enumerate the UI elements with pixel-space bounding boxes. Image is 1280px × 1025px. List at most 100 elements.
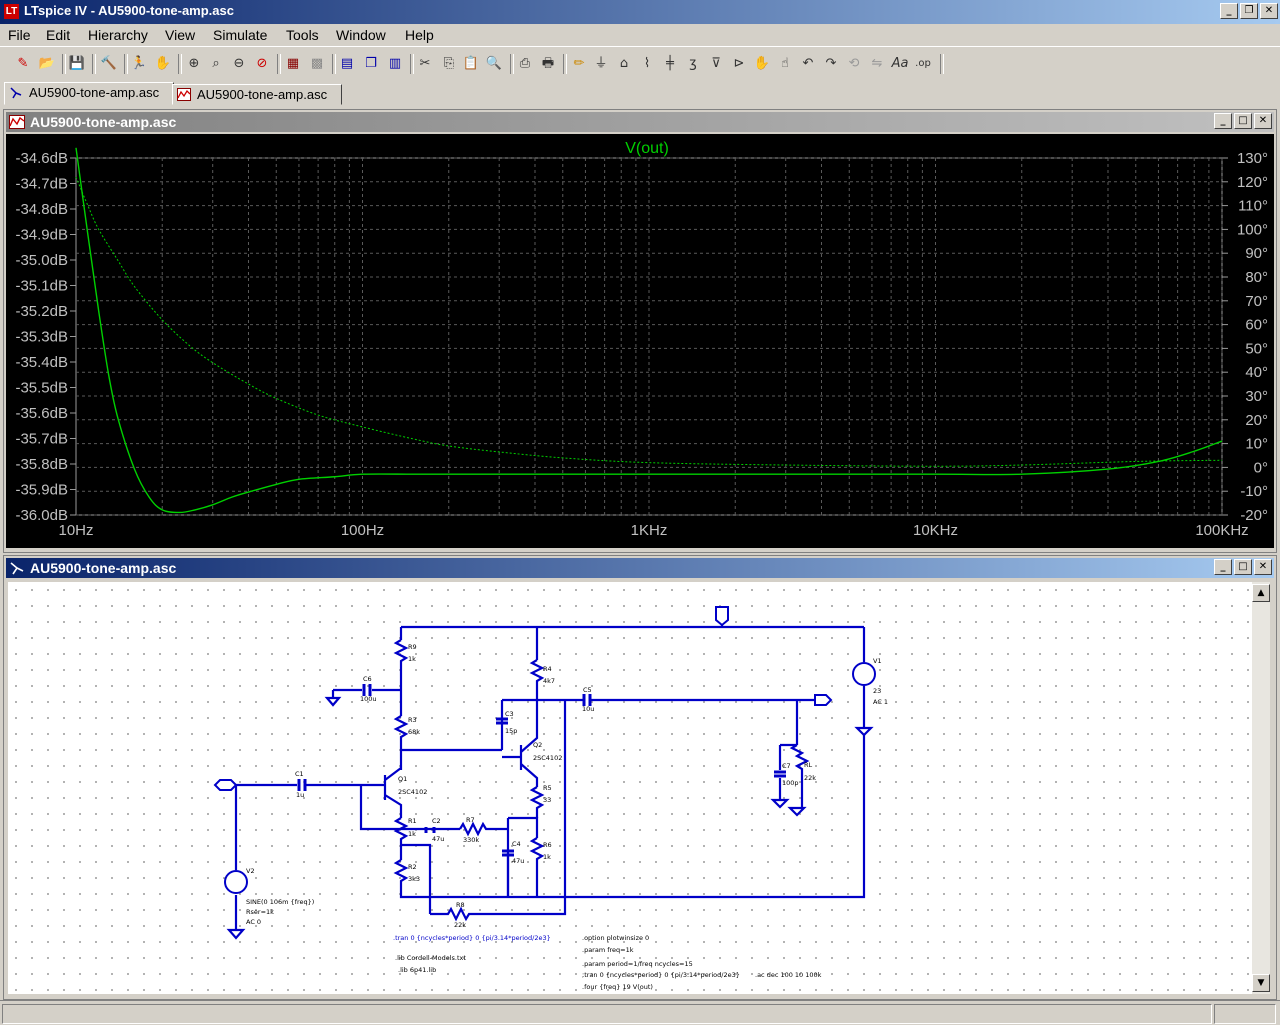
- c4-value: 47u: [512, 857, 524, 865]
- c5-ref: C5: [583, 686, 592, 694]
- tile-vertical-icon[interactable]: ▥: [388, 56, 402, 71]
- y-left-tick-label: -35.8dB: [15, 456, 68, 473]
- v2-rser: Rser=1k: [246, 908, 274, 916]
- paste-icon[interactable]: 📋: [462, 56, 480, 71]
- y-left-tick-label: -35.7dB: [15, 431, 68, 448]
- plot-close-button[interactable]: ✕: [1254, 113, 1272, 129]
- directive-ac[interactable]: .ac dec 100 10 100k: [755, 971, 822, 979]
- mirror-icon[interactable]: ⇋: [871, 56, 883, 71]
- drag-icon[interactable]: ☝: [781, 56, 789, 71]
- r1-value: 1k: [408, 830, 416, 838]
- c6-ref: C6: [363, 675, 372, 683]
- menu-window[interactable]: Window: [336, 27, 386, 43]
- schematic-capacitors: [297, 684, 786, 857]
- plot-maximize-button[interactable]: □: [1234, 113, 1252, 129]
- directive-param-period[interactable]: .param period=1/freq ncycles=15: [582, 960, 693, 968]
- menu-file[interactable]: File: [8, 27, 31, 43]
- schematic-canvas[interactable]: R9 1k C6 100u R3 68k R4 4k7 C5 10u C3 15…: [8, 582, 1252, 994]
- y-right-tick-label: 20°: [1245, 412, 1268, 429]
- move-icon[interactable]: ✋: [753, 56, 771, 71]
- tab-schematic[interactable]: AU5900-tone-amp.asc: [4, 82, 174, 105]
- directive-param-freq[interactable]: .param freq=1k: [582, 946, 634, 954]
- directive-lib-6p41[interactable]: .lib 6p41.lib: [398, 966, 436, 974]
- directive-option[interactable]: .option plotwinsize 0: [582, 934, 649, 942]
- capacitor-icon[interactable]: ╪: [666, 56, 674, 71]
- schematic-close-button[interactable]: ✕: [1254, 559, 1272, 575]
- r8-value: 22k: [454, 921, 466, 929]
- plot-minimize-button[interactable]: _: [1214, 113, 1232, 129]
- v1-value: 23: [873, 687, 881, 695]
- tile-horizontal-icon[interactable]: ▤: [340, 56, 354, 71]
- redo-icon[interactable]: ↷: [825, 56, 837, 71]
- zoom-in-icon[interactable]: ⊕: [188, 56, 200, 71]
- c3-ref: C3: [505, 710, 514, 718]
- menu-edit[interactable]: Edit: [46, 27, 71, 43]
- resistor-icon[interactable]: ⌇: [643, 56, 651, 71]
- menu-simulate[interactable]: Simulate: [213, 27, 268, 43]
- waveform-plot[interactable]: 130°120°110°100°90°80°70°60°50°40°30°20°…: [6, 134, 1274, 548]
- label-net-icon[interactable]: ⌂: [619, 56, 629, 71]
- rotate-icon[interactable]: ⟲: [848, 56, 860, 71]
- directive-tran-comment[interactable]: ;tran 0 {ncycles*period} 0 {pi/3.14*peri…: [582, 971, 740, 979]
- menu-hierarchy[interactable]: Hierarchy: [88, 27, 148, 43]
- undo-icon[interactable]: ↶: [802, 56, 814, 71]
- scroll-up-icon[interactable]: ▲: [1252, 584, 1270, 602]
- menu-tools[interactable]: Tools: [286, 27, 319, 43]
- menu-view[interactable]: View: [165, 27, 196, 43]
- component-icon[interactable]: ⊳: [733, 56, 745, 71]
- v2-ac: AC 0: [246, 918, 261, 926]
- app-title: LTspice IV - AU5900-tone-amp.asc: [24, 3, 234, 18]
- waveform-chart[interactable]: 130°120°110°100°90°80°70°60°50°40°30°20°…: [6, 134, 1274, 548]
- pan-icon[interactable]: ⌕: [212, 56, 220, 71]
- schematic-wires: [226, 615, 874, 940]
- r4-value: 4k7: [543, 677, 555, 685]
- new-schematic-icon[interactable]: ✎: [17, 56, 29, 71]
- minimize-button[interactable]: _: [1220, 3, 1238, 19]
- directive-lib-cordell[interactable]: .lib Cordell-Models.txt: [395, 954, 466, 962]
- menu-bar: File Edit Hierarchy View Simulate Tools …: [0, 24, 1280, 47]
- close-button[interactable]: ✕: [1260, 3, 1278, 19]
- find-icon[interactable]: 🔍: [485, 56, 503, 71]
- x-tick-label: 10Hz: [58, 522, 93, 539]
- save-icon[interactable]: 💾: [68, 56, 86, 71]
- text-icon[interactable]: Aa: [891, 56, 909, 71]
- schematic-drawing[interactable]: R9 1k C6 100u R3 68k R4 4k7 C5 10u C3 15…: [8, 582, 1252, 994]
- schematic-maximize-button[interactable]: □: [1234, 559, 1252, 575]
- r5-value: 33: [543, 796, 551, 804]
- scroll-down-icon[interactable]: ▼: [1252, 974, 1270, 992]
- cascade-icon[interactable]: ❐: [365, 56, 377, 71]
- copy-icon[interactable]: ⎘: [443, 56, 455, 71]
- schematic-vertical-scrollbar[interactable]: ▲ ▼: [1252, 582, 1270, 994]
- y-right-tick-label: 40°: [1245, 364, 1268, 381]
- r7-value: 330k: [463, 836, 479, 844]
- tab-schematic-label: AU5900-tone-amp.asc: [29, 85, 160, 100]
- spice-directive-icon[interactable]: .op: [915, 58, 931, 69]
- tab-waveform[interactable]: AU5900-tone-amp.asc: [172, 84, 342, 105]
- diode-icon[interactable]: ⊽: [711, 56, 721, 71]
- print-icon[interactable]: 🖶: [541, 56, 555, 71]
- cut-icon[interactable]: ✂: [419, 56, 431, 71]
- halt-icon[interactable]: ✋: [154, 56, 172, 71]
- control-panel-icon[interactable]: 🔨: [100, 56, 118, 71]
- wire-icon[interactable]: ✏: [573, 56, 585, 71]
- c1-ref: C1: [295, 770, 304, 778]
- y-left-tick-label: -34.9dB: [15, 227, 68, 244]
- grid-icon[interactable]: ▩: [310, 56, 324, 71]
- schematic-minimize-button[interactable]: _: [1214, 559, 1232, 575]
- print-preview-icon[interactable]: ⎙: [519, 56, 531, 71]
- x-tick-label: 10KHz: [913, 522, 958, 539]
- y-left-tick-label: -35.2dB: [15, 303, 68, 320]
- y-left-tick-label: -35.0dB: [15, 252, 68, 269]
- directive-four[interactable]: .four {freq} 19 V(out): [582, 983, 653, 991]
- zoom-out-icon[interactable]: ⊖: [233, 56, 245, 71]
- inductor-icon[interactable]: ʒ: [689, 56, 697, 71]
- r9-ref: R9: [408, 643, 417, 651]
- run-icon[interactable]: 🏃: [130, 56, 148, 71]
- ground-icon[interactable]: ⏚: [594, 56, 608, 71]
- zoom-fit-icon[interactable]: ⊘: [256, 56, 268, 71]
- directive-tran[interactable]: .tran 0 {ncycles*period} 0 {pi/3.14*peri…: [393, 934, 551, 942]
- autorange-icon[interactable]: ▦: [286, 56, 300, 71]
- open-icon[interactable]: 📂: [38, 56, 56, 71]
- menu-help[interactable]: Help: [405, 27, 434, 43]
- restore-button[interactable]: ❐: [1240, 3, 1258, 19]
